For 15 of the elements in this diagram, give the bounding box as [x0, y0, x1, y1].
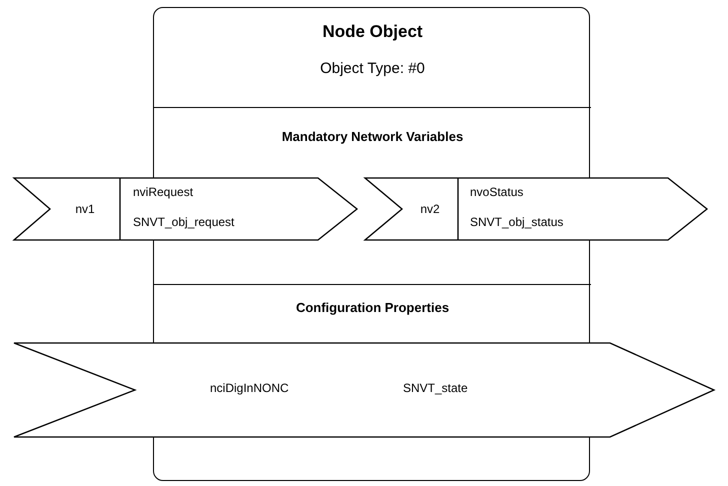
variable-number: nv2 — [419, 203, 441, 216]
section-heading: Configuration Properties — [294, 301, 450, 316]
object-title: Node Object — [321, 23, 424, 42]
variable-name: nviRequest — [133, 186, 194, 200]
section-heading: Mandatory Network Variables — [280, 130, 464, 144]
variable-type: SNVT_obj_request — [133, 216, 234, 230]
variable-name: nvoStatus — [470, 186, 524, 200]
configuration-property-tag — [14, 343, 714, 437]
variable-number: nv1 — [74, 203, 96, 216]
network-variable-tag — [365, 178, 707, 240]
property-name: nciDigInNONC — [210, 382, 289, 396]
variable-type: SNVT_obj_status — [470, 216, 564, 230]
network-variable-tag — [14, 178, 357, 240]
property-type: SNVT_state — [403, 382, 468, 396]
object-type-label: Object Type: #0 — [319, 61, 426, 78]
